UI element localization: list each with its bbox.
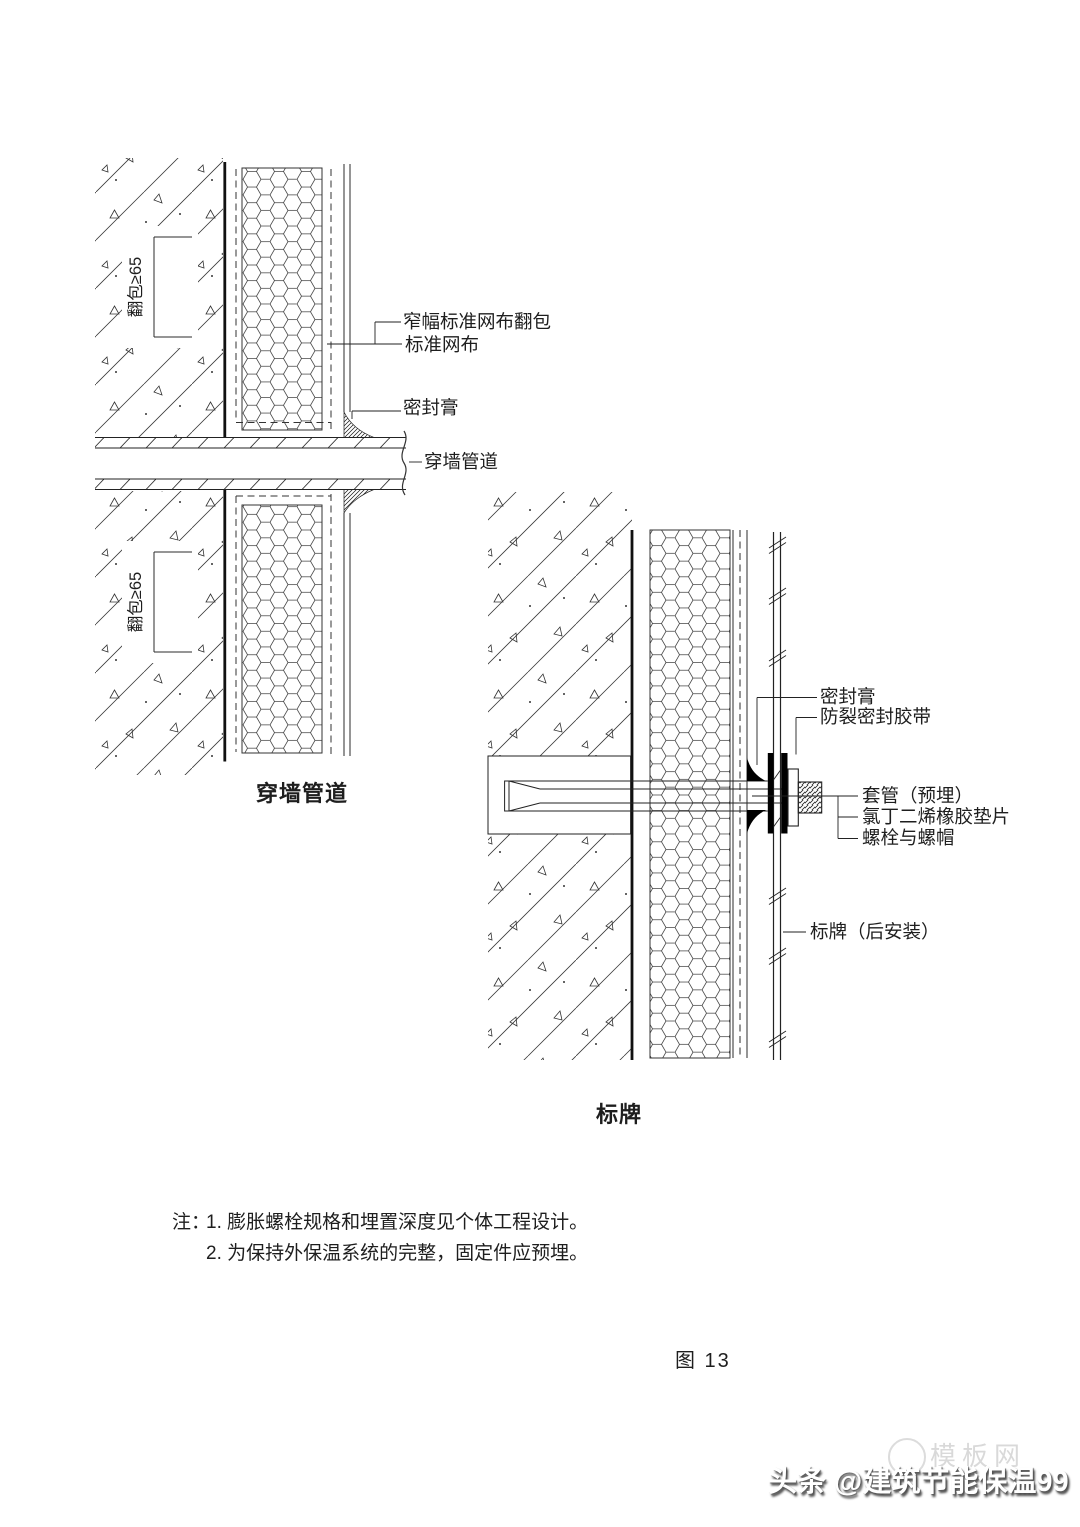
detail-sign-plate: 密封膏 防裂密封胶带 套管（预埋） 氯丁二烯橡胶垫片 螺栓与螺帽 标牌（后安装）… bbox=[487, 492, 1010, 1127]
dim-bracket-upper bbox=[153, 236, 192, 338]
label-sign-plate-post-installed: 标牌（后安装） bbox=[810, 921, 940, 942]
plate-channel-ticks bbox=[773, 770, 781, 827]
dim-backing-lower bbox=[122, 541, 198, 663]
insulation-board bbox=[649, 529, 731, 1059]
label-embedded-sleeve: 套管（预埋） bbox=[862, 785, 973, 806]
sealant-trumpet-lower bbox=[747, 810, 766, 834]
insulation-board-upper bbox=[241, 167, 323, 431]
sealant-fillet-upper bbox=[343, 411, 375, 438]
wall-face-line bbox=[630, 530, 634, 1060]
toutiao-watermark: 头条 @建筑节能保温99 bbox=[768, 1466, 1069, 1498]
caption-sign-detail: 标牌 bbox=[596, 1102, 642, 1127]
leader-lines-sign-detail bbox=[752, 697, 858, 933]
mesh-wrap-dashed-lines bbox=[235, 169, 332, 754]
insulation-board-lower bbox=[241, 504, 323, 754]
caption-pipe-detail: 穿墙管道 bbox=[256, 781, 348, 806]
sealant-fillet-lower bbox=[343, 489, 375, 515]
dim-backing-upper bbox=[122, 226, 198, 348]
rubber-gasket-left bbox=[767, 753, 774, 834]
label-sealant-pipe-detail: 密封膏 bbox=[403, 397, 459, 418]
label-narrow-mesh-wrap: 窄幅标准网布翻包 bbox=[403, 311, 551, 332]
note-item-2: 2. 为保持外保温系统的完整，固定件应预埋。 bbox=[206, 1242, 588, 1264]
figure-number: 图 13 bbox=[675, 1350, 731, 1372]
sleeve-and-bolt bbox=[504, 780, 788, 812]
faint-watermark: 模板网 bbox=[930, 1441, 1027, 1471]
hex-nut bbox=[797, 781, 823, 814]
wall-face-line-lower bbox=[223, 489, 227, 762]
label-through-wall-pipe: 穿墙管道 bbox=[424, 451, 498, 472]
detail-pipe-through-wall: 翻包≥65 翻包≥65 bbox=[95, 158, 551, 806]
sealant-trumpet-upper bbox=[747, 757, 766, 781]
embedment-box bbox=[487, 755, 632, 835]
pipe-break-symbol bbox=[401, 430, 407, 496]
notes-prefix: 注： bbox=[172, 1211, 210, 1233]
leader-lines-pipe-detail bbox=[327, 321, 422, 463]
label-standard-mesh: 标准网布 bbox=[405, 334, 479, 355]
notes-block: 注： 1. 膨胀螺栓规格和埋置深度见个体工程设计。 2. 为保持外保温系统的完整… bbox=[172, 1211, 588, 1264]
label-sealant-sign-detail: 密封膏 bbox=[820, 686, 876, 707]
wall-face-line-upper bbox=[223, 162, 227, 438]
render-face-lines bbox=[343, 164, 351, 756]
rubber-gasket-right bbox=[781, 753, 788, 834]
note-item-1: 1. 膨胀螺栓规格和埋置深度见个体工程设计。 bbox=[206, 1211, 588, 1233]
label-bolt-and-nut: 螺栓与螺帽 bbox=[862, 827, 955, 848]
label-crack-sealing-tape: 防裂密封胶带 bbox=[820, 706, 931, 727]
washer-plate bbox=[787, 768, 799, 827]
label-rubber-gasket: 氯丁二烯橡胶垫片 bbox=[862, 806, 1010, 827]
pipe-wall-bands bbox=[95, 437, 406, 490]
render-coat-lines bbox=[732, 530, 748, 1058]
dim-bracket-lower bbox=[153, 551, 192, 653]
faint-watermark-logo bbox=[888, 1438, 926, 1476]
dim-label-upper: 翻包≥65 bbox=[126, 257, 145, 317]
dim-label-lower: 翻包≥65 bbox=[126, 572, 145, 632]
